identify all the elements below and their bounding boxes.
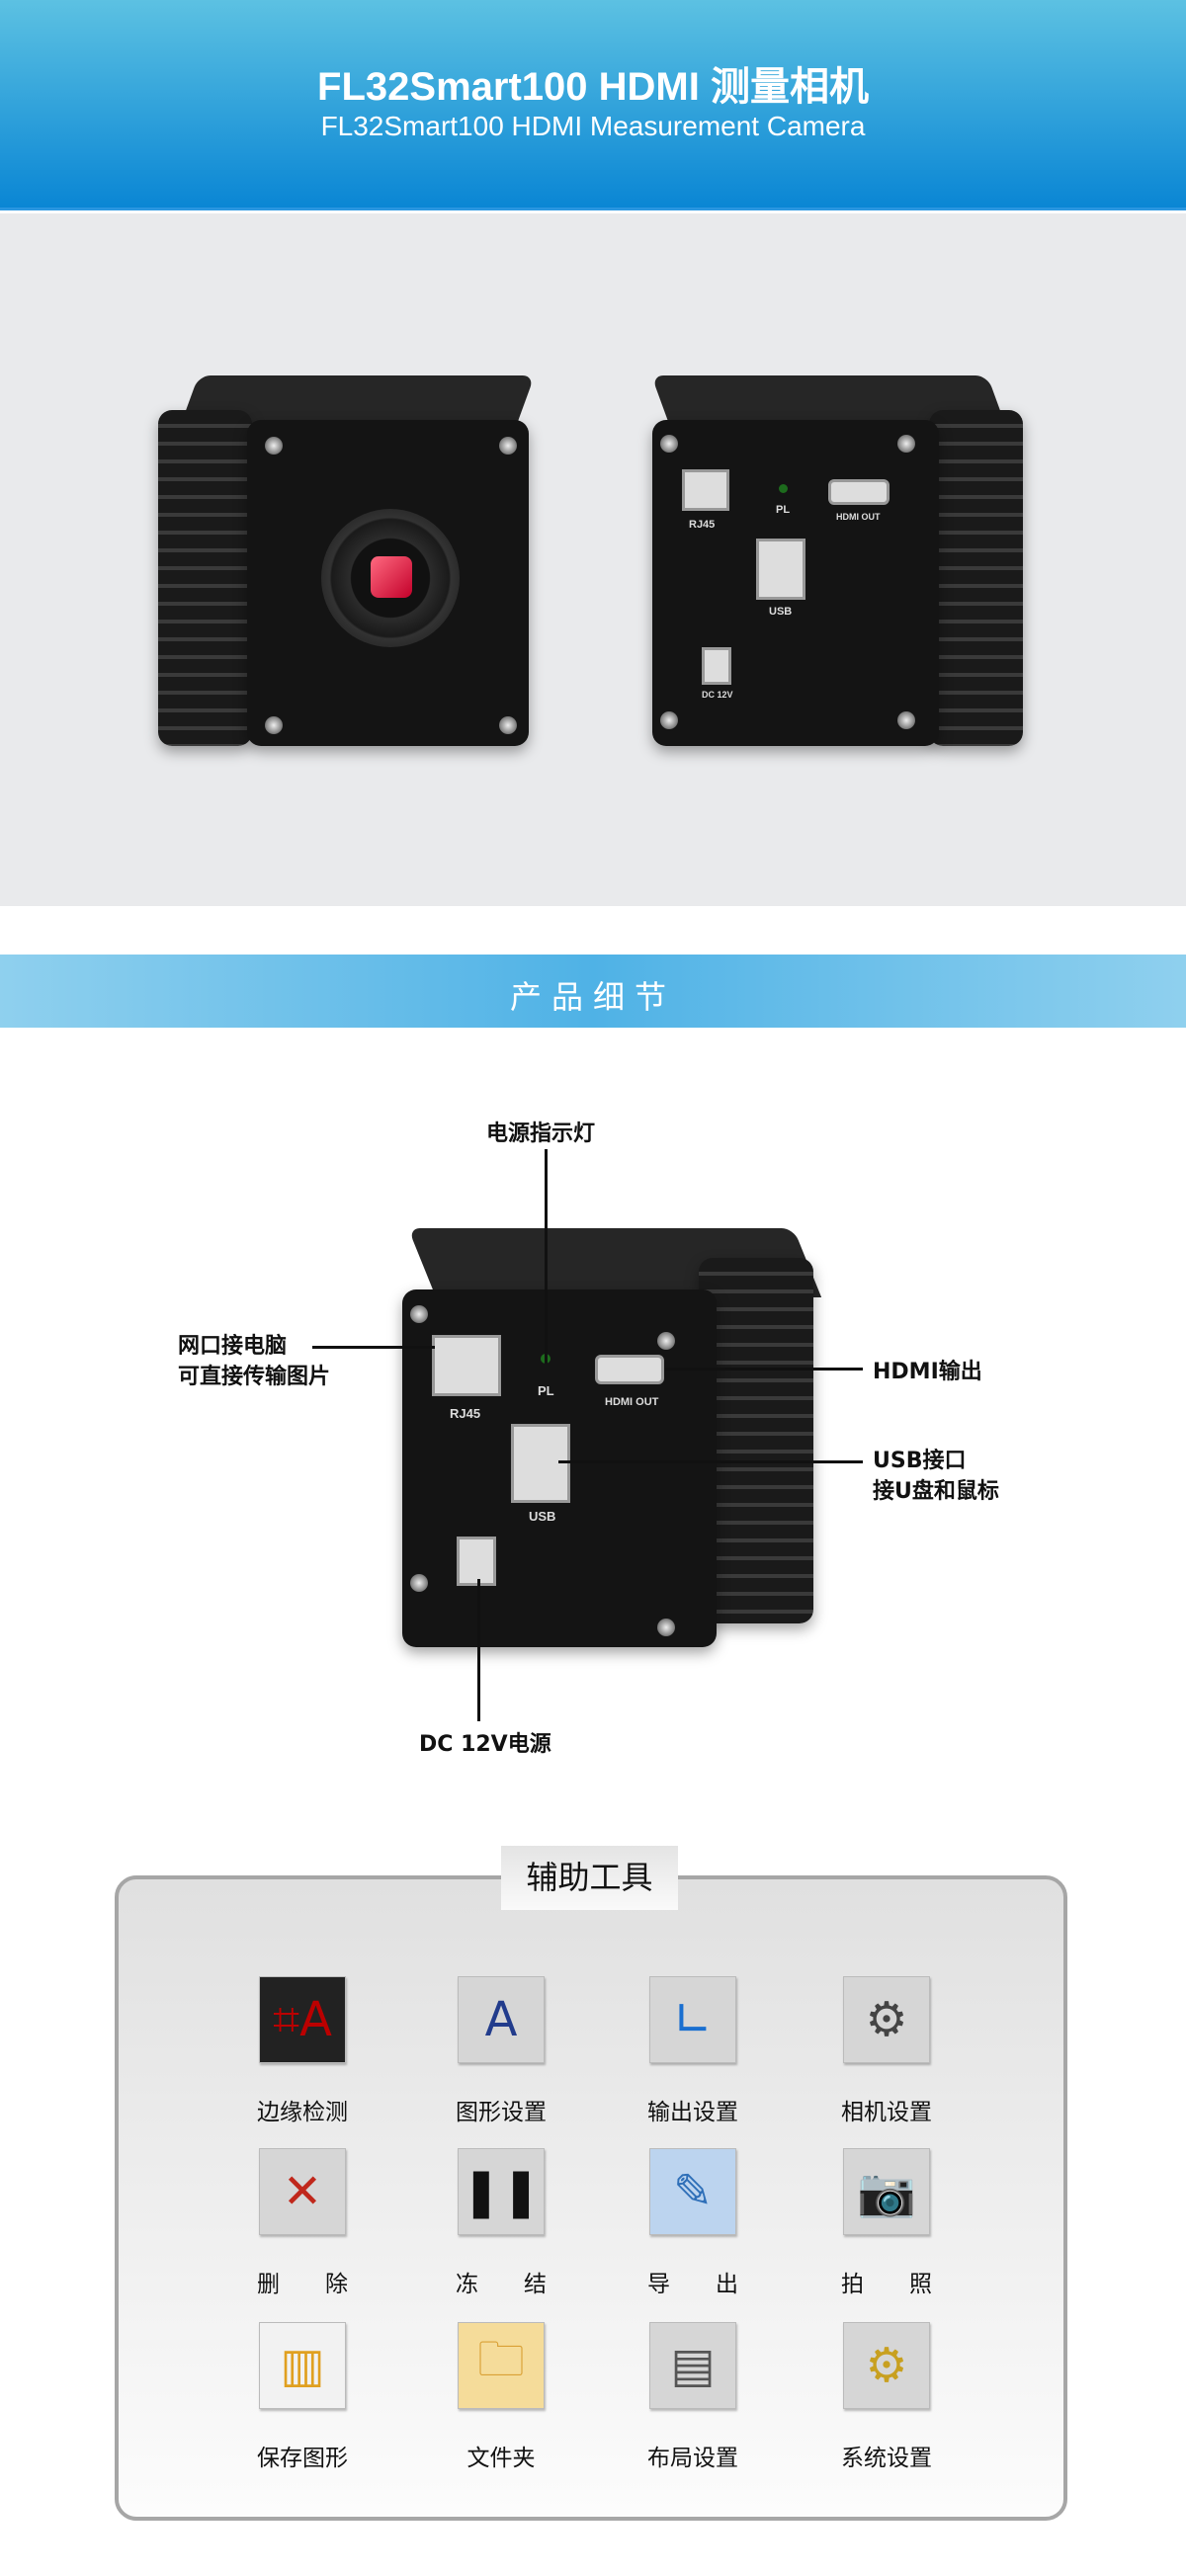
tool-output-settings[interactable]: ∟ 输出设置 (614, 1976, 772, 2126)
callout-network-line2: 可直接传输图片 (178, 1365, 331, 1389)
tool-export[interactable]: ✎ 导 出 (614, 2148, 772, 2298)
photo-icon[interactable]: 📷 (843, 2148, 930, 2235)
tool-label: 导 出 (647, 2272, 738, 2297)
callout-line-dc (477, 1579, 480, 1721)
camera-settings-icon[interactable]: ⚙ (843, 1976, 930, 2063)
tool-camera-settings[interactable]: ⚙ 相机设置 (807, 1976, 966, 2126)
camera-detail-image: RJ45 PL HDMI OUT USB (402, 1228, 822, 1647)
page-title: FL32Smart100 HDMI 测量相机 (317, 65, 869, 109)
tools-title: 辅助工具 (501, 1846, 678, 1910)
header-banner: FL32Smart100 HDMI 测量相机 FL32Smart100 HDMI… (0, 0, 1186, 210)
callout-usb: USB接口 接U盘和鼠标 (873, 1446, 999, 1507)
system-settings-icon[interactable]: ⚙ (843, 2322, 930, 2409)
callout-usb-line1: USB接口 (873, 1449, 967, 1473)
output-settings-icon[interactable]: ∟ (649, 1976, 736, 2063)
section-banner: 产品细节 (0, 955, 1186, 1028)
tool-label: 删 除 (257, 2272, 348, 2297)
tool-label: 文件夹 (466, 2446, 536, 2471)
tool-label: 保存图形 (257, 2446, 348, 2471)
camera-back-image: RJ45 PL HDMI OUT USB DC 12V (651, 375, 1023, 751)
freeze-icon[interactable]: ❚❚ (458, 2148, 545, 2235)
callout-network-line1: 网口接电脑 (178, 1334, 288, 1359)
callout-line-network (312, 1346, 435, 1349)
camera-front-image (158, 375, 535, 751)
tool-label: 系统设置 (841, 2446, 932, 2471)
graphic-settings-icon[interactable]: A (458, 1976, 545, 2063)
tool-label: 冻 结 (456, 2272, 547, 2297)
callout-usb-line2: 接U盘和鼠标 (873, 1479, 999, 1504)
callout-hdmi: HDMI输出 (873, 1360, 982, 1384)
section-title: 产品细节 (509, 978, 676, 1016)
tool-label: 输出设置 (647, 2100, 738, 2125)
page-subtitle: FL32Smart100 HDMI Measurement Camera (320, 111, 866, 141)
callout-line-power (545, 1149, 548, 1364)
tool-layout-settings[interactable]: ▤ 布局设置 (614, 2322, 772, 2472)
delete-icon[interactable]: ✕ (259, 2148, 346, 2235)
tool-save-graphic[interactable]: ▥ 保存图形 (223, 2322, 381, 2472)
tool-photo[interactable]: 📷 拍 照 (807, 2148, 966, 2298)
layout-settings-icon[interactable]: ▤ (649, 2322, 736, 2409)
callout-power-light: 电源指示灯 (486, 1122, 596, 1146)
export-icon[interactable]: ✎ (649, 2148, 736, 2235)
edge-detect-icon[interactable]: ⌗A (259, 1976, 346, 2063)
tool-label: 布局设置 (647, 2446, 738, 2471)
tool-edge-detect[interactable]: ⌗A 边缘检测 (223, 1976, 381, 2126)
tool-label: 边缘检测 (257, 2100, 348, 2125)
callout-line-hdmi (665, 1368, 863, 1371)
callout-line-usb (558, 1460, 863, 1463)
callout-dc: DC 12V电源 (419, 1732, 551, 1757)
product-photo-area: RJ45 PL HDMI OUT USB DC 12V (0, 213, 1186, 906)
tool-label: 相机设置 (841, 2100, 932, 2125)
save-graphic-icon[interactable]: ▥ (259, 2322, 346, 2409)
tool-label: 拍 照 (841, 2272, 932, 2297)
tool-label: 图形设置 (456, 2100, 547, 2125)
callout-network: 网口接电脑 可直接传输图片 (178, 1331, 330, 1392)
tool-graphic-settings[interactable]: A 图形设置 (422, 1976, 580, 2126)
folder-icon[interactable]: 🗀 (458, 2322, 545, 2409)
tool-system-settings[interactable]: ⚙ 系统设置 (807, 2322, 966, 2472)
tool-delete[interactable]: ✕ 删 除 (223, 2148, 381, 2298)
tool-freeze[interactable]: ❚❚ 冻 结 (422, 2148, 580, 2298)
tool-folder[interactable]: 🗀 文件夹 (422, 2322, 580, 2472)
